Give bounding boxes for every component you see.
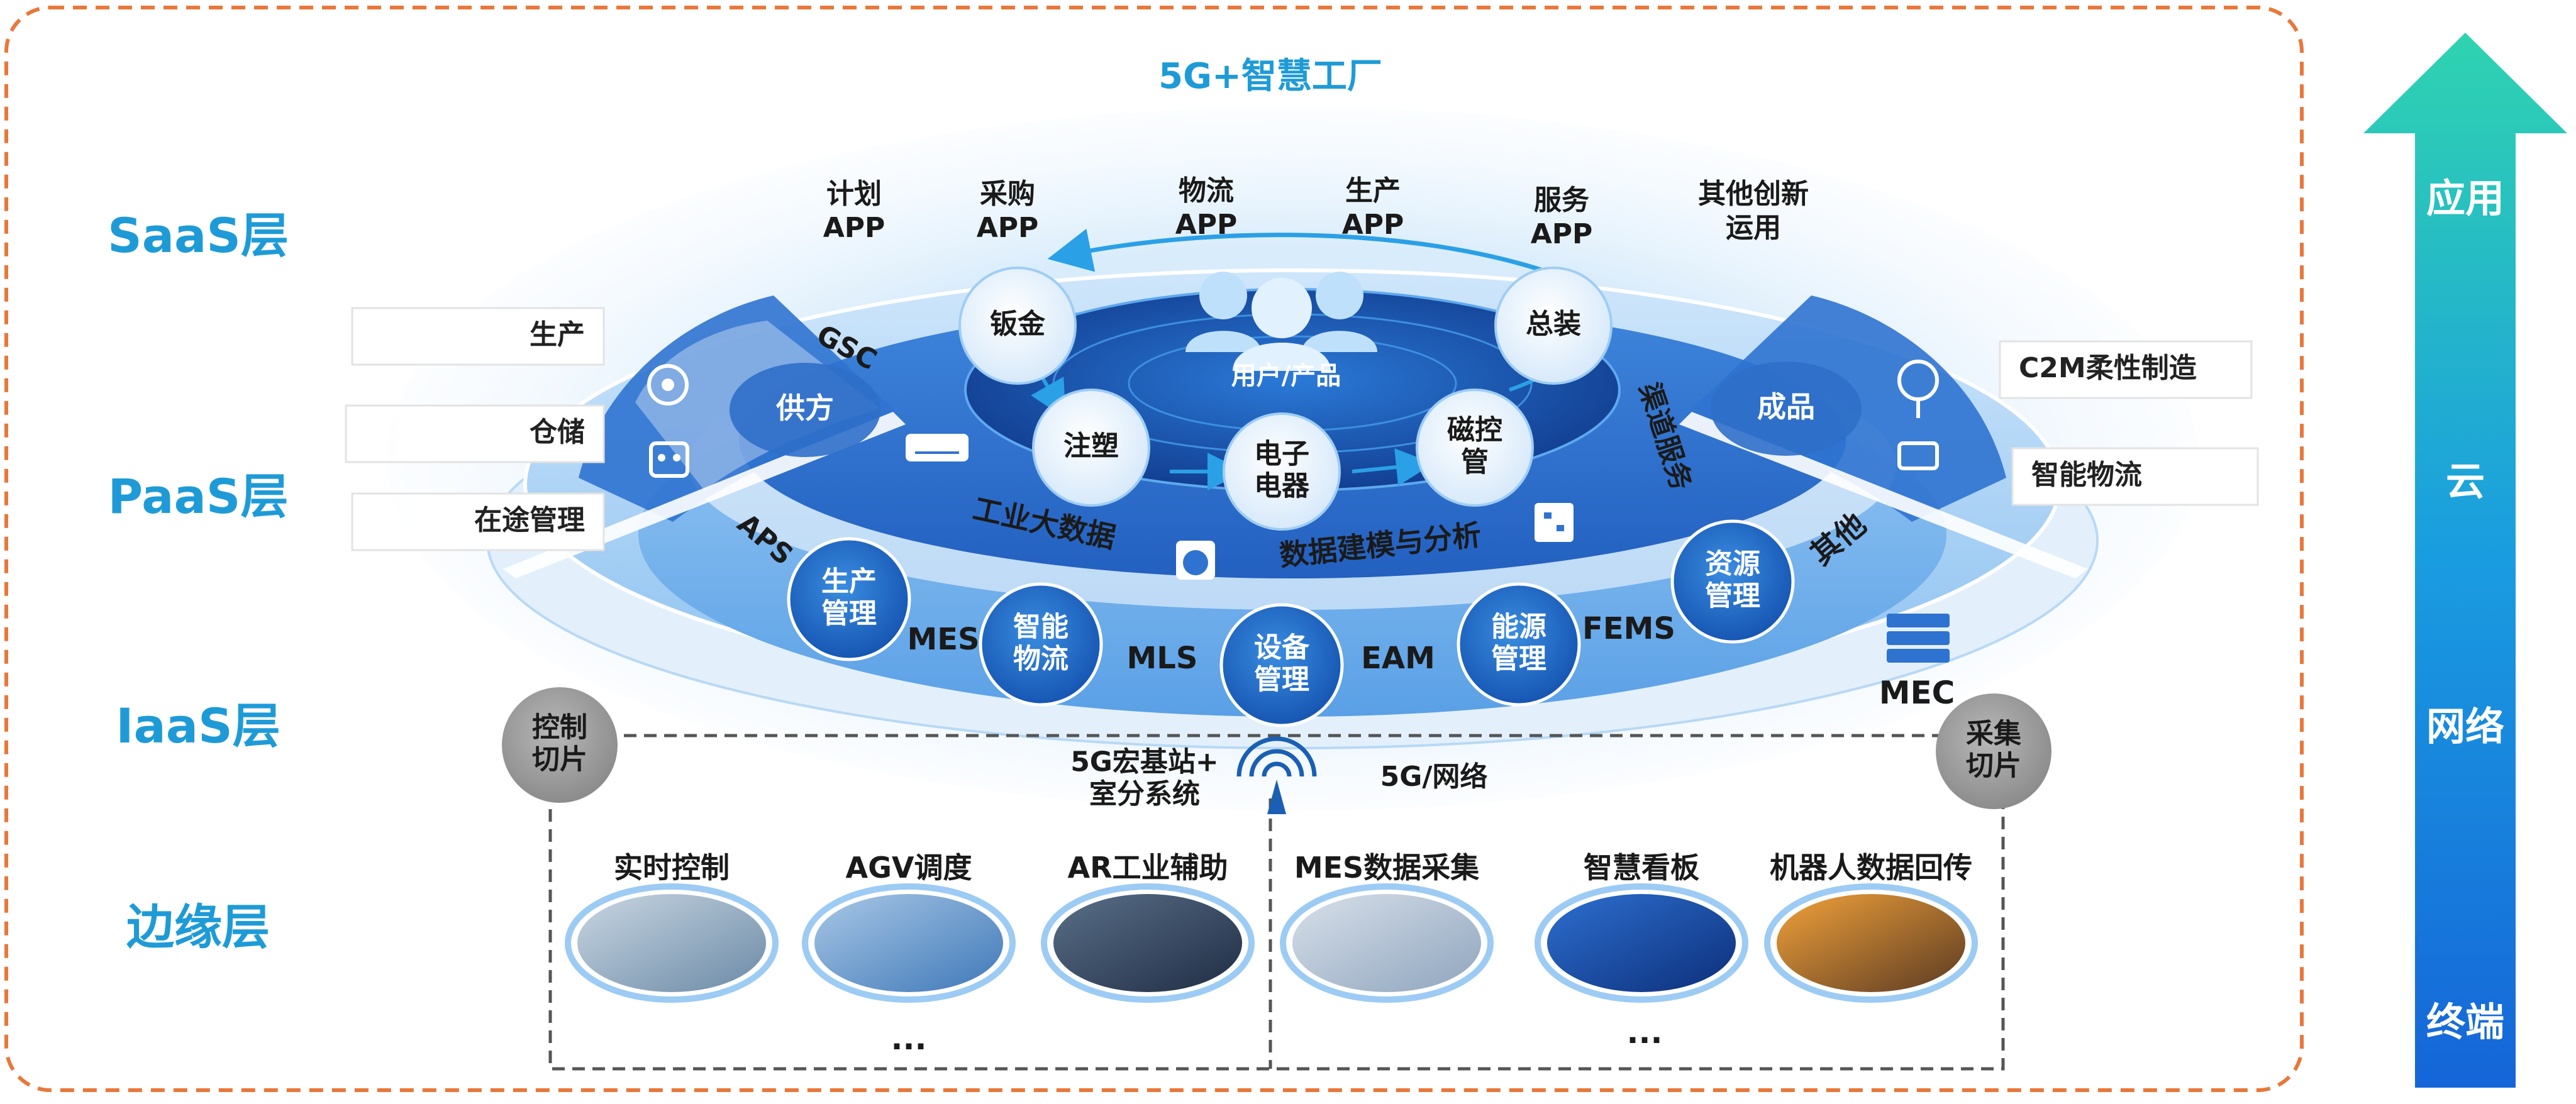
- ring-node-1: [979, 582, 1103, 707]
- supplier-label: 供方: [776, 391, 834, 425]
- inner-node-2: [1032, 389, 1150, 507]
- app-5-line1: 其他创新: [1698, 178, 1809, 210]
- edge-item-label-1: AGV调度: [846, 851, 972, 885]
- inner-node-1: [1494, 267, 1613, 385]
- station-label: 5G宏基站+室分系统: [1070, 746, 1219, 810]
- ring-node-3: [1457, 582, 1581, 707]
- fridge-icon: [1535, 503, 1574, 542]
- arrow-label-2: 网络: [2426, 704, 2504, 749]
- edge-item-label-3: MES数据采集: [1294, 851, 1479, 885]
- network-frame: [548, 789, 2005, 1071]
- product-label: 成品: [1757, 390, 1815, 424]
- layer-label-3: 边缘层: [126, 899, 270, 955]
- antenna-icon: [1236, 736, 1317, 814]
- ring-node-label-0: 生产管理: [821, 566, 877, 630]
- robot-icon: [649, 441, 689, 478]
- inner-node-label-4: 磁控管: [1447, 414, 1502, 478]
- arrow-label-0: 应用: [2426, 175, 2504, 221]
- product-blob: [1711, 362, 1862, 456]
- edge-item-photo-0: [577, 894, 766, 992]
- edge-ellipsis-right: ...: [1627, 1014, 1663, 1051]
- ring-node-label-1: 智能物流: [1013, 611, 1069, 675]
- inner-node-0: [958, 267, 1077, 385]
- control-slice-label: 控制切片: [532, 712, 587, 776]
- arrow-label-3: 终端: [2426, 999, 2504, 1045]
- edge-item-label-4: 智慧看板: [1584, 851, 1699, 885]
- router-icon: [1897, 441, 1939, 470]
- app-1-line1: 采购: [980, 178, 1035, 210]
- edge-item-photo-1: [814, 894, 1003, 992]
- app-4-line1: 服务: [1534, 184, 1589, 216]
- robot-arm-icon: [647, 364, 689, 406]
- app-3-line2: APP: [1342, 209, 1404, 241]
- layer-label-0: SaaS层: [108, 207, 289, 263]
- inner-node-label-0: 钣金: [990, 308, 1046, 340]
- collect-slice-label: 采集切片: [1966, 718, 2021, 782]
- app-1-line2: APP: [977, 212, 1039, 244]
- arrow-label-1: 云: [2446, 458, 2485, 504]
- washer-icon: [1176, 541, 1215, 580]
- cycle-arrow-top: [1047, 228, 1586, 289]
- ring-node-label-2: 设备管理: [1254, 632, 1310, 696]
- app-5-line2: 运用: [1726, 212, 1781, 244]
- user-group-icon: [1185, 272, 1377, 371]
- inner-node-4: [1416, 389, 1534, 507]
- left-tag-2: 在途管理: [474, 504, 585, 536]
- ring-node-4: [1670, 519, 1795, 644]
- right-tag-0: C2M柔性制造: [2019, 352, 2197, 384]
- app-2-line2: APP: [1175, 209, 1238, 241]
- fan-icon: [1897, 360, 1939, 418]
- ring-label-3: FEMS: [1582, 611, 1675, 646]
- ring-node-2: [1219, 603, 1344, 727]
- edge-item-photo-4: [1547, 894, 1736, 992]
- app-2-line1: 物流: [1179, 175, 1234, 207]
- control-slice-circle: [502, 687, 618, 803]
- inner-node-3: [1223, 412, 1341, 531]
- app-4-line2: APP: [1531, 218, 1593, 250]
- edge-item-label-0: 实时控制: [614, 851, 730, 885]
- left-tag-1: 仓储: [530, 416, 585, 448]
- inner-node-label-3: 电子电器: [1254, 438, 1310, 502]
- ring-node-0: [787, 537, 911, 661]
- right-tag-box-0: [1999, 340, 2253, 399]
- supplier-blob: [730, 363, 880, 457]
- center-label: 用户/产品: [1231, 362, 1341, 390]
- server-icon: [1887, 614, 1950, 663]
- ring-node-label-3: 能源管理: [1491, 611, 1546, 675]
- left-tag-box-2: [351, 492, 605, 551]
- edge-item-photo-5: [1777, 894, 1965, 992]
- left-tag-box-1: [345, 404, 605, 463]
- left-tag-box-0: [351, 307, 605, 366]
- right-tag-box-1: [2011, 447, 2259, 506]
- stack-arrow: [2363, 33, 2567, 1088]
- right-tag-1: 智能物流: [2031, 459, 2142, 491]
- ring-label-1: MLS: [1127, 641, 1198, 676]
- edge-ellipsis-left: ...: [891, 1020, 927, 1057]
- flow-arrow-2: [1352, 448, 1434, 486]
- ring-node-label-4: 资源管理: [1705, 548, 1760, 612]
- ring-label-0: MES: [907, 622, 979, 657]
- ring-label-2: EAM: [1361, 641, 1435, 676]
- left-tag-0: 生产: [530, 319, 585, 351]
- edge-item-photo-2: [1053, 894, 1242, 992]
- edge-item-label-5: 机器人数据回传: [1770, 851, 1972, 885]
- outer-frame: [4, 6, 2304, 1092]
- inner-node-label-1: 总装: [1526, 308, 1581, 340]
- inner-node-label-2: 注塑: [1063, 430, 1119, 462]
- collect-slice-circle: [1936, 693, 2051, 809]
- page-title: 5G+智慧工厂: [1158, 56, 1382, 97]
- app-0-line2: APP: [823, 212, 886, 244]
- app-3-line1: 生产: [1345, 175, 1401, 207]
- edge-item-photo-3: [1292, 894, 1481, 992]
- edge-item-label-2: AR工业辅助: [1067, 851, 1228, 885]
- app-0-line1: 计划: [826, 178, 882, 210]
- ac-icon: [906, 434, 969, 461]
- mec-label: MEC: [1879, 675, 1955, 711]
- layer-label-1: PaaS层: [108, 468, 289, 524]
- layer-label-2: IaaS层: [116, 698, 280, 754]
- network-label: 5G/网络: [1380, 761, 1488, 793]
